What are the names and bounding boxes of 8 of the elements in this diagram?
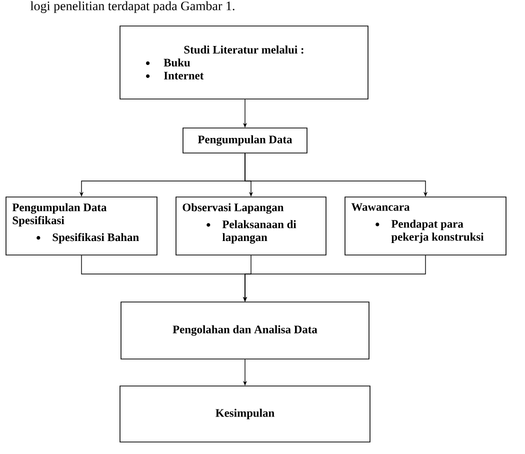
process-box: Kesimpulan <box>120 386 370 442</box>
process-box: Pengumpulan Data <box>182 128 308 154</box>
process-box: Studi Literatur melalui : Buku Internet <box>120 26 368 100</box>
process-box: Pengolahan dan Analisa Data <box>120 302 370 360</box>
process-box: Wawancara Pendapat para pekerja konstruksi <box>344 196 506 256</box>
process-box: Observasi Lapangan Pelaksanaan di lapangan <box>176 196 326 256</box>
caption-text: logi penelitian terdapat pada Gambar 1. <box>30 1 234 13</box>
process-box: Pengumpulan Data Spesifikasi Spesifikasi Bahan <box>6 196 158 256</box>
